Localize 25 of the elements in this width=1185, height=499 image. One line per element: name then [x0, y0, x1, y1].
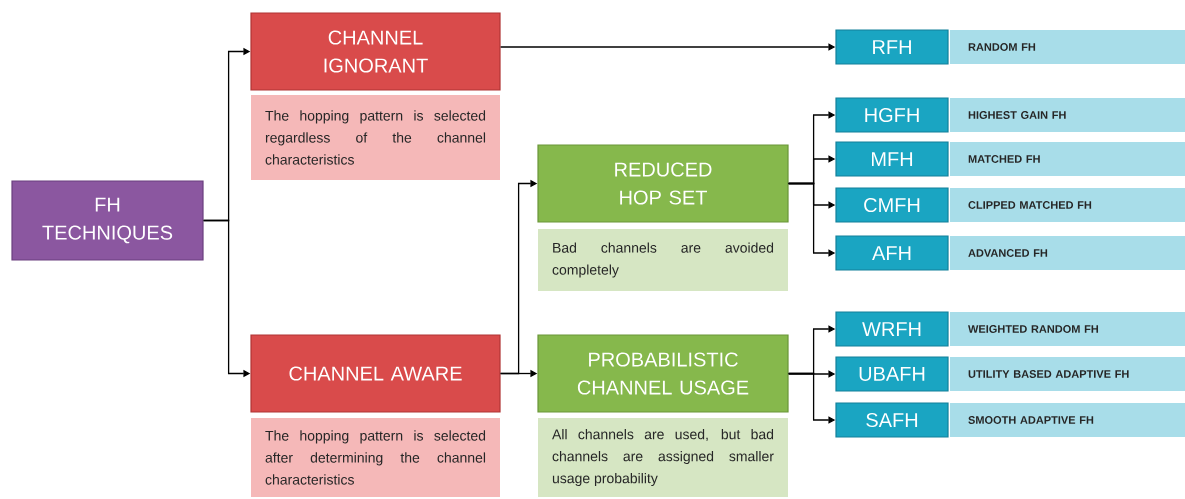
- description-box: The hopping pattern is selected regardless of the channel characteristics: [251, 95, 500, 180]
- method-box: RFH: [835, 29, 949, 65]
- method-box: MFH: [835, 141, 949, 177]
- method-name-band: RANDOM FH: [950, 30, 1185, 64]
- description-box: Bad channels are avoided completely: [538, 229, 788, 291]
- category-box: CHANNEL AWARE: [250, 334, 501, 413]
- description-box: All channels are used, but bad channels are assigned smaller usage probability: [538, 418, 788, 497]
- method-box: AFH: [835, 235, 949, 271]
- method-name-band: ADVANCED FH: [950, 236, 1185, 270]
- method-name-band: CLIPPED MATCHED FH: [950, 188, 1185, 222]
- method-name-band: WEIGHTED RANDOM FH: [950, 312, 1185, 346]
- subcategory-box: PROBABILISTIC CHANNEL USAGE: [537, 334, 789, 413]
- method-box: HGFH: [835, 97, 949, 133]
- category-box: CHANNEL IGNORANT: [250, 12, 501, 91]
- method-box: CMFH: [835, 187, 949, 223]
- method-box: WRFH: [835, 311, 949, 347]
- method-name-band: MATCHED FH: [950, 142, 1185, 176]
- method-box: SAFH: [835, 402, 949, 438]
- subcategory-box: REDUCED HOP SET: [537, 144, 789, 223]
- description-box: The hopping pattern is selected after determining the channel characteristics: [251, 418, 500, 497]
- method-name-band: SMOOTH ADAPTIVE FH: [950, 403, 1185, 437]
- method-name-band: UTILITY BASED ADAPTIVE FH: [950, 357, 1185, 391]
- technique-box: FH TECHNIQUES: [11, 180, 204, 261]
- method-box: UBAFH: [835, 356, 949, 392]
- method-name-band: HIGHEST GAIN FH: [950, 98, 1185, 132]
